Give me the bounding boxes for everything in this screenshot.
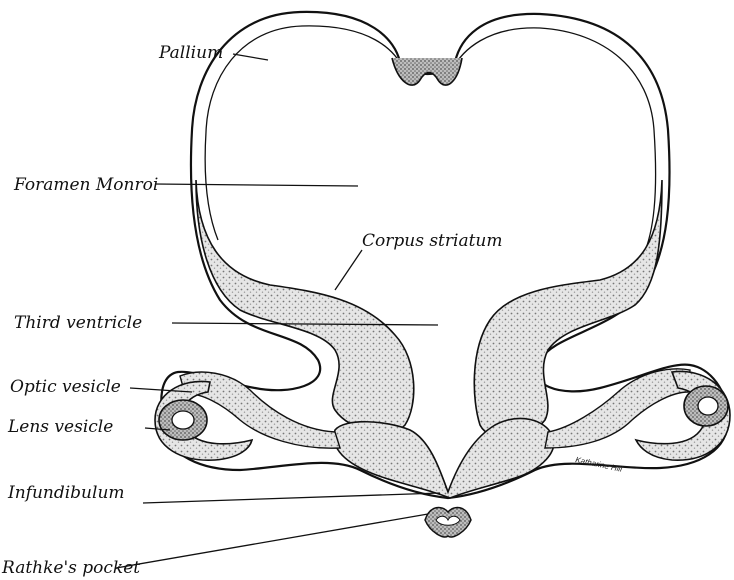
label-corpus-striatum: Corpus striatum bbox=[362, 231, 502, 251]
label-optic-vesicle: Optic vesicle bbox=[10, 377, 121, 397]
label-lens-vesicle: Lens vesicle bbox=[7, 417, 113, 437]
leader-rathkes-pocket bbox=[116, 514, 428, 568]
label-infundibulum: Infundibulum bbox=[7, 483, 125, 503]
label-third-ventricle: Third ventricle bbox=[14, 313, 142, 333]
lens-vesicle-right bbox=[684, 386, 728, 426]
lens-vesicle-left bbox=[159, 400, 207, 440]
label-rathkes-pocket: Rathke's pocket bbox=[1, 558, 140, 578]
leader-infundibulum bbox=[143, 493, 440, 503]
label-foramen-monroi: Foramen Monroi bbox=[13, 175, 158, 195]
label-pallium: Pallium bbox=[158, 43, 223, 63]
